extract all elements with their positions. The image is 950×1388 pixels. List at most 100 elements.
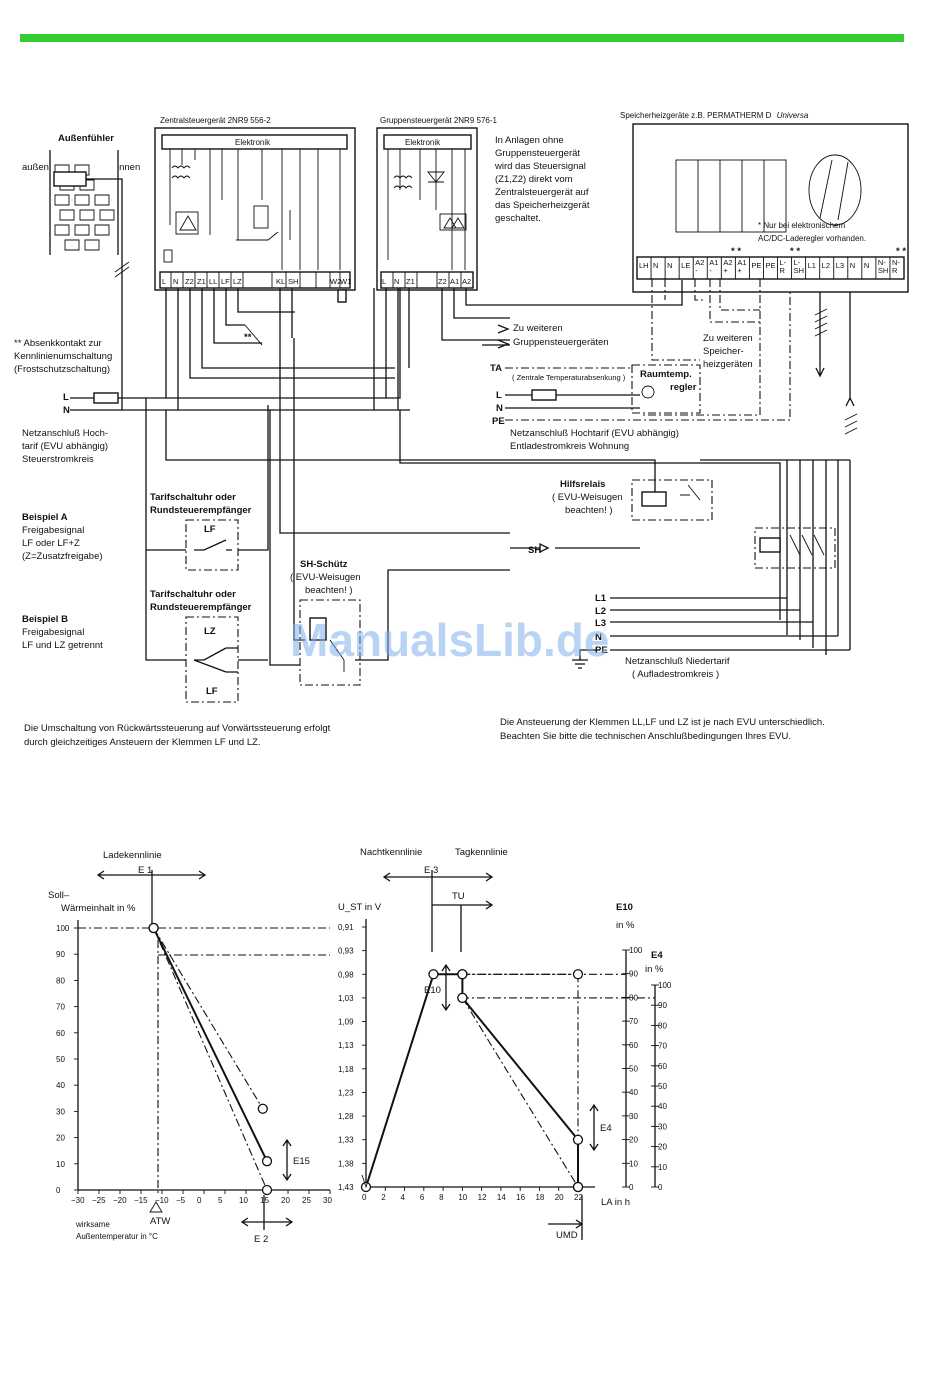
chart1-y-tick-label: 50	[56, 1055, 65, 1064]
central-terminal: SH	[288, 277, 298, 286]
central-terminal: L	[162, 277, 166, 286]
chart2-y-tick-label: 0,98	[338, 970, 354, 979]
heater-terminal: N	[850, 261, 855, 270]
group-note-line: Zentralsteuergerät auf	[495, 187, 589, 198]
heater-elements	[675, 154, 862, 233]
example-a-line: Beispiel A	[22, 512, 68, 523]
heater-title: Speicherheizgeräte z.B. PERMATHERM D Uni…	[620, 111, 809, 120]
mains-high-left-line: Steuerstromkreis	[22, 454, 94, 465]
chart1-y-tick-label: 80	[56, 976, 65, 985]
chart1-y-tick-label: 100	[56, 924, 70, 933]
chart1-x-tick-label: −5	[176, 1196, 186, 1205]
chart1-x-tick-label: 20	[281, 1196, 290, 1205]
brick-wall	[49, 150, 119, 255]
central-controller	[154, 127, 356, 291]
example-a-line: Freigabesignal	[22, 525, 84, 536]
chart1-y-tick-label: 90	[56, 950, 65, 959]
sh-label: SH	[528, 545, 541, 556]
phase-label: L1	[595, 593, 607, 604]
svg-text:**: **	[244, 332, 252, 343]
to-heaters-line3: heizgeräten	[703, 359, 753, 370]
tarif2-box	[185, 616, 239, 703]
central-terminal: LL	[209, 277, 217, 286]
chart1-x-tick-label: 10	[239, 1196, 248, 1205]
chart2-e10-tick-label: 90	[629, 970, 638, 979]
central-terminal: Z1	[197, 277, 206, 286]
chart2-y-tick-label: 1,09	[338, 1018, 354, 1027]
ta-note: ( Zentrale Temperaturabsenkung )	[512, 373, 626, 382]
tarif2-lz: LZ	[204, 626, 216, 637]
mains-left-l: L	[63, 392, 69, 403]
chart1-title: Ladekennlinie	[103, 850, 162, 861]
chart2-y-tick-label: 1,03	[338, 994, 354, 1003]
phase-label: N	[595, 632, 602, 643]
chart1-e1: E 1	[138, 865, 152, 876]
chart1-series-line	[153, 927, 264, 1110]
chart2-e4-tick-label: 0	[658, 1183, 663, 1192]
group-terminal-strip	[380, 271, 474, 289]
absenk-note: ** Absenkkontakt zurKennlinienumschaltun…	[14, 338, 112, 375]
central-terminal: KL	[276, 277, 285, 286]
chart1-e1-arrow	[96, 870, 207, 880]
chart1-point	[261, 1184, 273, 1196]
example-a-line: (Z=Zusatzfreigabe)	[22, 551, 103, 562]
tarif1-line2: Rundsteuerempfänger	[150, 505, 252, 516]
chart2-y-tick-label: 0,93	[338, 947, 354, 956]
chart2-x-tick-label: 0	[362, 1193, 367, 1202]
heater-title-model: Universa	[777, 111, 809, 120]
chart1-series-line	[152, 927, 268, 1162]
central-terminal: LF	[221, 277, 230, 286]
chart1-xlabel: wirksame	[75, 1220, 110, 1229]
tarif1-line1: Tarifschaltuhr oder	[150, 492, 236, 503]
chart2-e10-label: E10	[616, 902, 633, 913]
note-left-line: durch gleichzeitiges Ansteuern der Klemm…	[24, 737, 261, 748]
chart2-e4-tick-label: 80	[658, 1021, 667, 1030]
chart2-x-tick-label: 4	[401, 1193, 406, 1202]
chart1-x-tick-label: 5	[218, 1196, 223, 1205]
example-a-line: LF oder LF+Z	[22, 538, 80, 549]
chart2-e4-tick-label: 50	[658, 1082, 667, 1091]
heater-title-text: Speicherheizgeräte z.B. PERMATHERM D	[620, 111, 772, 120]
mains-left-n: N	[63, 405, 70, 416]
chart1-e15: E15	[293, 1156, 310, 1167]
chart1-ylabel: Soll–	[48, 890, 70, 901]
chart1-x-tick-label: −20	[113, 1196, 127, 1205]
chart2-x-tick-label: 22	[574, 1193, 583, 1202]
chart2-e4-tick-label: 40	[658, 1102, 667, 1111]
heater-terminal: PE	[751, 261, 761, 270]
group-title: Gruppensteuergerät 2NR9 576-1	[380, 116, 498, 125]
central-terminal-strip	[159, 271, 351, 289]
chart1-x-tick-label: −10	[155, 1196, 169, 1205]
chart2-e4-tick-label: 70	[658, 1042, 667, 1051]
heater-terminal: -	[709, 266, 712, 275]
central-terminal: W1	[340, 277, 351, 286]
star-note-line: AC/DC-Laderegler vorhanden.	[758, 234, 866, 243]
example-a-note: Beispiel A Freigabesignal LF oder LF+Z (Z=Z…	[22, 512, 103, 562]
chart2-e10-tick-label: 30	[629, 1112, 638, 1121]
chart2-e10-tick-label: 40	[629, 1088, 638, 1097]
heater-terminal: SH	[794, 266, 804, 275]
heater-terminal: -	[695, 266, 698, 275]
central-electronics-box	[161, 134, 348, 150]
heater-terminal: L-	[780, 258, 787, 267]
chart2-x-tick-label: 18	[535, 1193, 544, 1202]
chart2-x-tick-label: 6	[420, 1193, 425, 1202]
chart2-point	[572, 1134, 584, 1145]
group-terminal: A1	[450, 277, 459, 286]
mains-high-left-line: Netzanschluß Hoch-	[22, 428, 108, 439]
heater-terminal: SH	[878, 266, 888, 275]
heater-terminal: L2	[822, 261, 830, 270]
chart2-series-line	[461, 997, 579, 1188]
heater-terminal: A2	[723, 258, 732, 267]
central-terminal: W2	[330, 277, 341, 286]
chart1-y-tick-label: 30	[56, 1107, 65, 1116]
chart1-ylabel: Wärmeinhalt in %	[61, 903, 136, 914]
chart1-y-tick-label: 40	[56, 1081, 65, 1090]
chart2-e4-tick-label: 30	[658, 1122, 667, 1131]
central-internals	[163, 149, 341, 270]
to-groups-line2: Gruppensteuergeräten	[513, 337, 609, 348]
chart2-tu-arrow	[432, 900, 494, 952]
